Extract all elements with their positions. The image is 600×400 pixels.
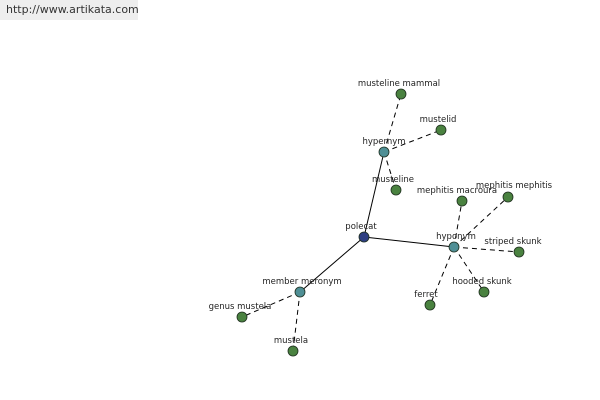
node-hyponym[interactable]: hyponym bbox=[436, 232, 476, 253]
node-musteline-mammal-dot[interactable] bbox=[395, 88, 407, 100]
node-mustelid[interactable]: mustelid bbox=[420, 115, 457, 136]
edge-hypernym-musteline bbox=[383, 151, 397, 191]
edge-member-meronym-genus-mustela bbox=[241, 291, 301, 318]
edge-hypernym-mustelid bbox=[383, 129, 442, 153]
node-polecat-dot[interactable] bbox=[358, 231, 370, 243]
edge-polecat-hyponym bbox=[363, 236, 455, 248]
node-mephitis-mephitis[interactable]: mephitis mephitis bbox=[476, 181, 553, 203]
node-member-meronym[interactable]: member meronym bbox=[262, 277, 342, 298]
node-mephitis-macroura-label[interactable]: mephitis macroura bbox=[417, 186, 497, 196]
node-mephitis-macroura-dot[interactable] bbox=[456, 195, 468, 207]
node-polecat[interactable]: polecat bbox=[345, 222, 377, 243]
node-ferret-dot[interactable] bbox=[424, 299, 436, 311]
node-hooded-skunk-label[interactable]: hooded skunk bbox=[452, 277, 511, 287]
edge-polecat-hypernym bbox=[363, 151, 385, 238]
node-mephitis-mephitis-label[interactable]: mephitis mephitis bbox=[476, 181, 553, 191]
node-striped-skunk[interactable]: striped skunk bbox=[484, 237, 542, 258]
edges-layer bbox=[241, 93, 520, 352]
node-mustela[interactable]: mustela bbox=[274, 336, 308, 357]
node-member-meronym-dot[interactable] bbox=[294, 286, 306, 298]
node-polecat-label[interactable]: polecat bbox=[345, 222, 377, 232]
node-mustela-label[interactable]: mustela bbox=[274, 336, 308, 346]
node-mustelid-label[interactable]: mustelid bbox=[420, 115, 457, 125]
node-hypernym-dot[interactable] bbox=[378, 146, 390, 158]
node-hypernym[interactable]: hypernym bbox=[362, 137, 406, 158]
node-musteline-dot[interactable] bbox=[390, 184, 402, 196]
node-mustelid-dot[interactable] bbox=[435, 124, 447, 136]
node-mephitis-mephitis-dot[interactable] bbox=[502, 191, 514, 203]
node-ferret[interactable]: ferret bbox=[414, 290, 438, 311]
edge-hyponym-mephitis-mephitis bbox=[453, 196, 509, 248]
node-hyponym-label[interactable]: hyponym bbox=[436, 232, 476, 242]
node-musteline-label[interactable]: musteline bbox=[372, 175, 414, 185]
node-genus-mustela-label[interactable]: genus mustela bbox=[209, 302, 272, 312]
node-musteline[interactable]: musteline bbox=[372, 175, 414, 196]
edge-hyponym-hooded-skunk bbox=[453, 246, 485, 293]
edge-hyponym-striped-skunk bbox=[453, 246, 520, 253]
edge-hyponym-mephitis-macroura bbox=[453, 200, 463, 248]
edge-polecat-member-meronym bbox=[299, 236, 365, 293]
edge-hypernym-musteline-mammal bbox=[383, 93, 402, 153]
node-hypernym-label[interactable]: hypernym bbox=[362, 137, 405, 147]
node-mephitis-macroura[interactable]: mephitis macroura bbox=[417, 186, 497, 207]
node-member-meronym-label[interactable]: member meronym bbox=[262, 277, 341, 287]
nodes-layer: polecat hypernym hyponym member meronym must… bbox=[209, 79, 553, 357]
node-musteline-mammal[interactable]: musteline mammal bbox=[358, 79, 440, 100]
node-mustela-dot[interactable] bbox=[287, 345, 299, 357]
node-hooded-skunk[interactable]: hooded skunk bbox=[452, 277, 512, 298]
node-genus-mustela-dot[interactable] bbox=[236, 311, 248, 323]
node-musteline-mammal-label[interactable]: musteline mammal bbox=[358, 79, 440, 89]
edge-member-meronym-mustela bbox=[292, 291, 301, 352]
edge-hyponym-ferret bbox=[429, 246, 455, 306]
node-genus-mustela[interactable]: genus mustela bbox=[209, 302, 272, 323]
node-striped-skunk-dot[interactable] bbox=[513, 246, 525, 258]
node-hooded-skunk-dot[interactable] bbox=[478, 286, 490, 298]
node-striped-skunk-label[interactable]: striped skunk bbox=[484, 237, 541, 247]
node-ferret-label[interactable]: ferret bbox=[414, 290, 438, 300]
source-url[interactable]: http://www.artikata.com bbox=[0, 0, 138, 20]
node-hyponym-dot[interactable] bbox=[448, 241, 460, 253]
